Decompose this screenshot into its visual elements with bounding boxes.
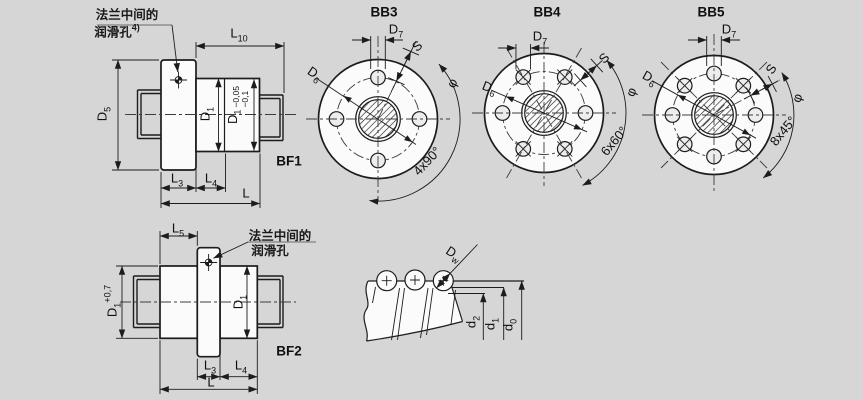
bf1-note-line2: 润滑孔4): [94, 22, 140, 40]
bb3-front-view: [306, 36, 461, 205]
dim-label-d1-bf1: D1: [197, 106, 216, 122]
dim-label-l4-bf1: L4: [204, 170, 218, 189]
bf2-lube-hole-icon: [200, 254, 218, 271]
bb5-front-view: [642, 34, 795, 192]
bf1-lube-hole-icon: [170, 71, 187, 89]
bf2-side-view: [116, 231, 316, 394]
bf2-leader: [213, 241, 249, 259]
figure-title-bb3: BB3: [370, 4, 398, 20]
bf2-left-shaft: [132, 275, 160, 329]
dim-label-d2-shaft: d2: [463, 315, 482, 329]
bf1-body: [195, 77, 261, 153]
figure-title-bb4: BB4: [533, 4, 561, 20]
dim-label-l3-bf2: L3: [203, 357, 217, 376]
figure-title-bb5: BB5: [697, 4, 725, 20]
dim-label-d1-plus-tol: D1+0,7: [102, 284, 123, 318]
dim-label-d5: D5: [94, 106, 113, 122]
dim-label-d7-bb4: D7: [532, 28, 548, 47]
figure-label-bf2: BF2: [276, 343, 302, 359]
dim-label-d7-bb5: D7: [721, 21, 737, 40]
bf1-side-view: [97, 24, 298, 208]
dim-label-d1-shaft: d1: [482, 317, 501, 331]
bf2-note-line1: 法兰中间的: [248, 228, 312, 243]
dim-label-l-bf2: L: [207, 374, 215, 390]
dim-label-l4-bf2: L4: [234, 357, 248, 376]
dim-label-d7-bb3: D7: [388, 21, 404, 40]
dim-label-d1-tolerance: D1−0,05−0,1: [225, 86, 250, 124]
dim-label-l5: L5: [171, 220, 185, 239]
dim-label-l3-bf1: L3: [170, 170, 184, 189]
bf1-left-shaft: [136, 89, 161, 140]
bb4-front-view: [472, 42, 627, 186]
bf2-note-line2: 润滑孔: [251, 243, 289, 258]
dim-label-d1-bf2: D1: [230, 294, 249, 310]
dim-label-l-bf1: L: [242, 185, 250, 201]
dim-label-l10: L10: [230, 25, 248, 44]
figure-label-bf1: BF1: [276, 153, 302, 169]
ball-screw-shaft-detail: [363, 244, 525, 342]
dim-label-d0-shaft: d0: [500, 318, 519, 332]
bf1-leader: [171, 24, 180, 73]
thread-groove-lines: [372, 286, 456, 341]
bf1-note-line1: 法兰中间的: [95, 7, 159, 22]
bf1-right-shaft: [259, 94, 284, 142]
